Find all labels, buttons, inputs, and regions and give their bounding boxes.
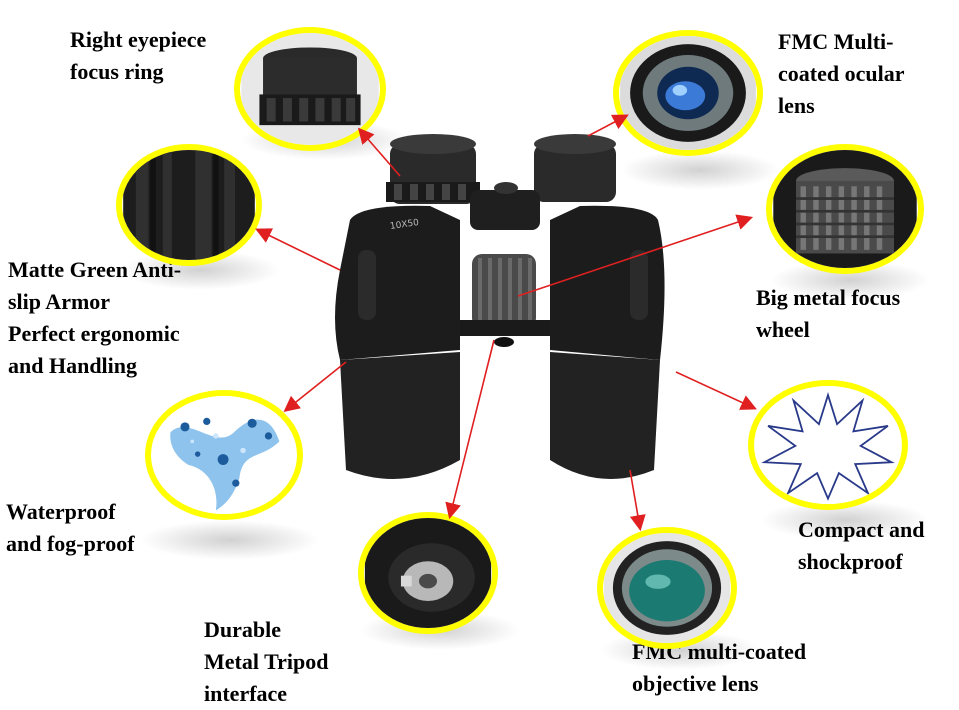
label-waterproof: Waterproof and fog-proof: [6, 499, 135, 556]
knurled-wheel-icon: [766, 144, 924, 274]
arrow-shockproof: [675, 371, 757, 410]
circle-shadow: [140, 520, 320, 560]
binoculars-icon: 10X50: [320, 120, 680, 500]
eyepiece-ring-icon: [234, 27, 386, 151]
label-objective-lens: FMC multi-coated objective lens: [632, 639, 807, 696]
ocular-lens-icon: [613, 30, 763, 156]
tripod-socket-icon: [358, 512, 498, 634]
water-splash-icon: [145, 390, 303, 520]
circle-shadow: [620, 150, 780, 190]
objective-lens-icon: [597, 527, 737, 649]
label-ocular-lens: FMC Multi- coated ocular lens: [778, 29, 905, 118]
starburst-icon: [748, 380, 908, 510]
label-tripod: Durable Metal Tripod interface: [204, 617, 329, 706]
label-armor: Matte Green Anti- slip Armor Perfect erg…: [8, 257, 182, 378]
label-shockproof: Compact and shockproof: [798, 517, 925, 574]
label-focus-wheel: Big metal focus wheel: [756, 285, 901, 342]
armor-texture-icon: [116, 144, 262, 266]
label-right-eyepiece: Right eyepiece focus ring: [70, 27, 207, 84]
